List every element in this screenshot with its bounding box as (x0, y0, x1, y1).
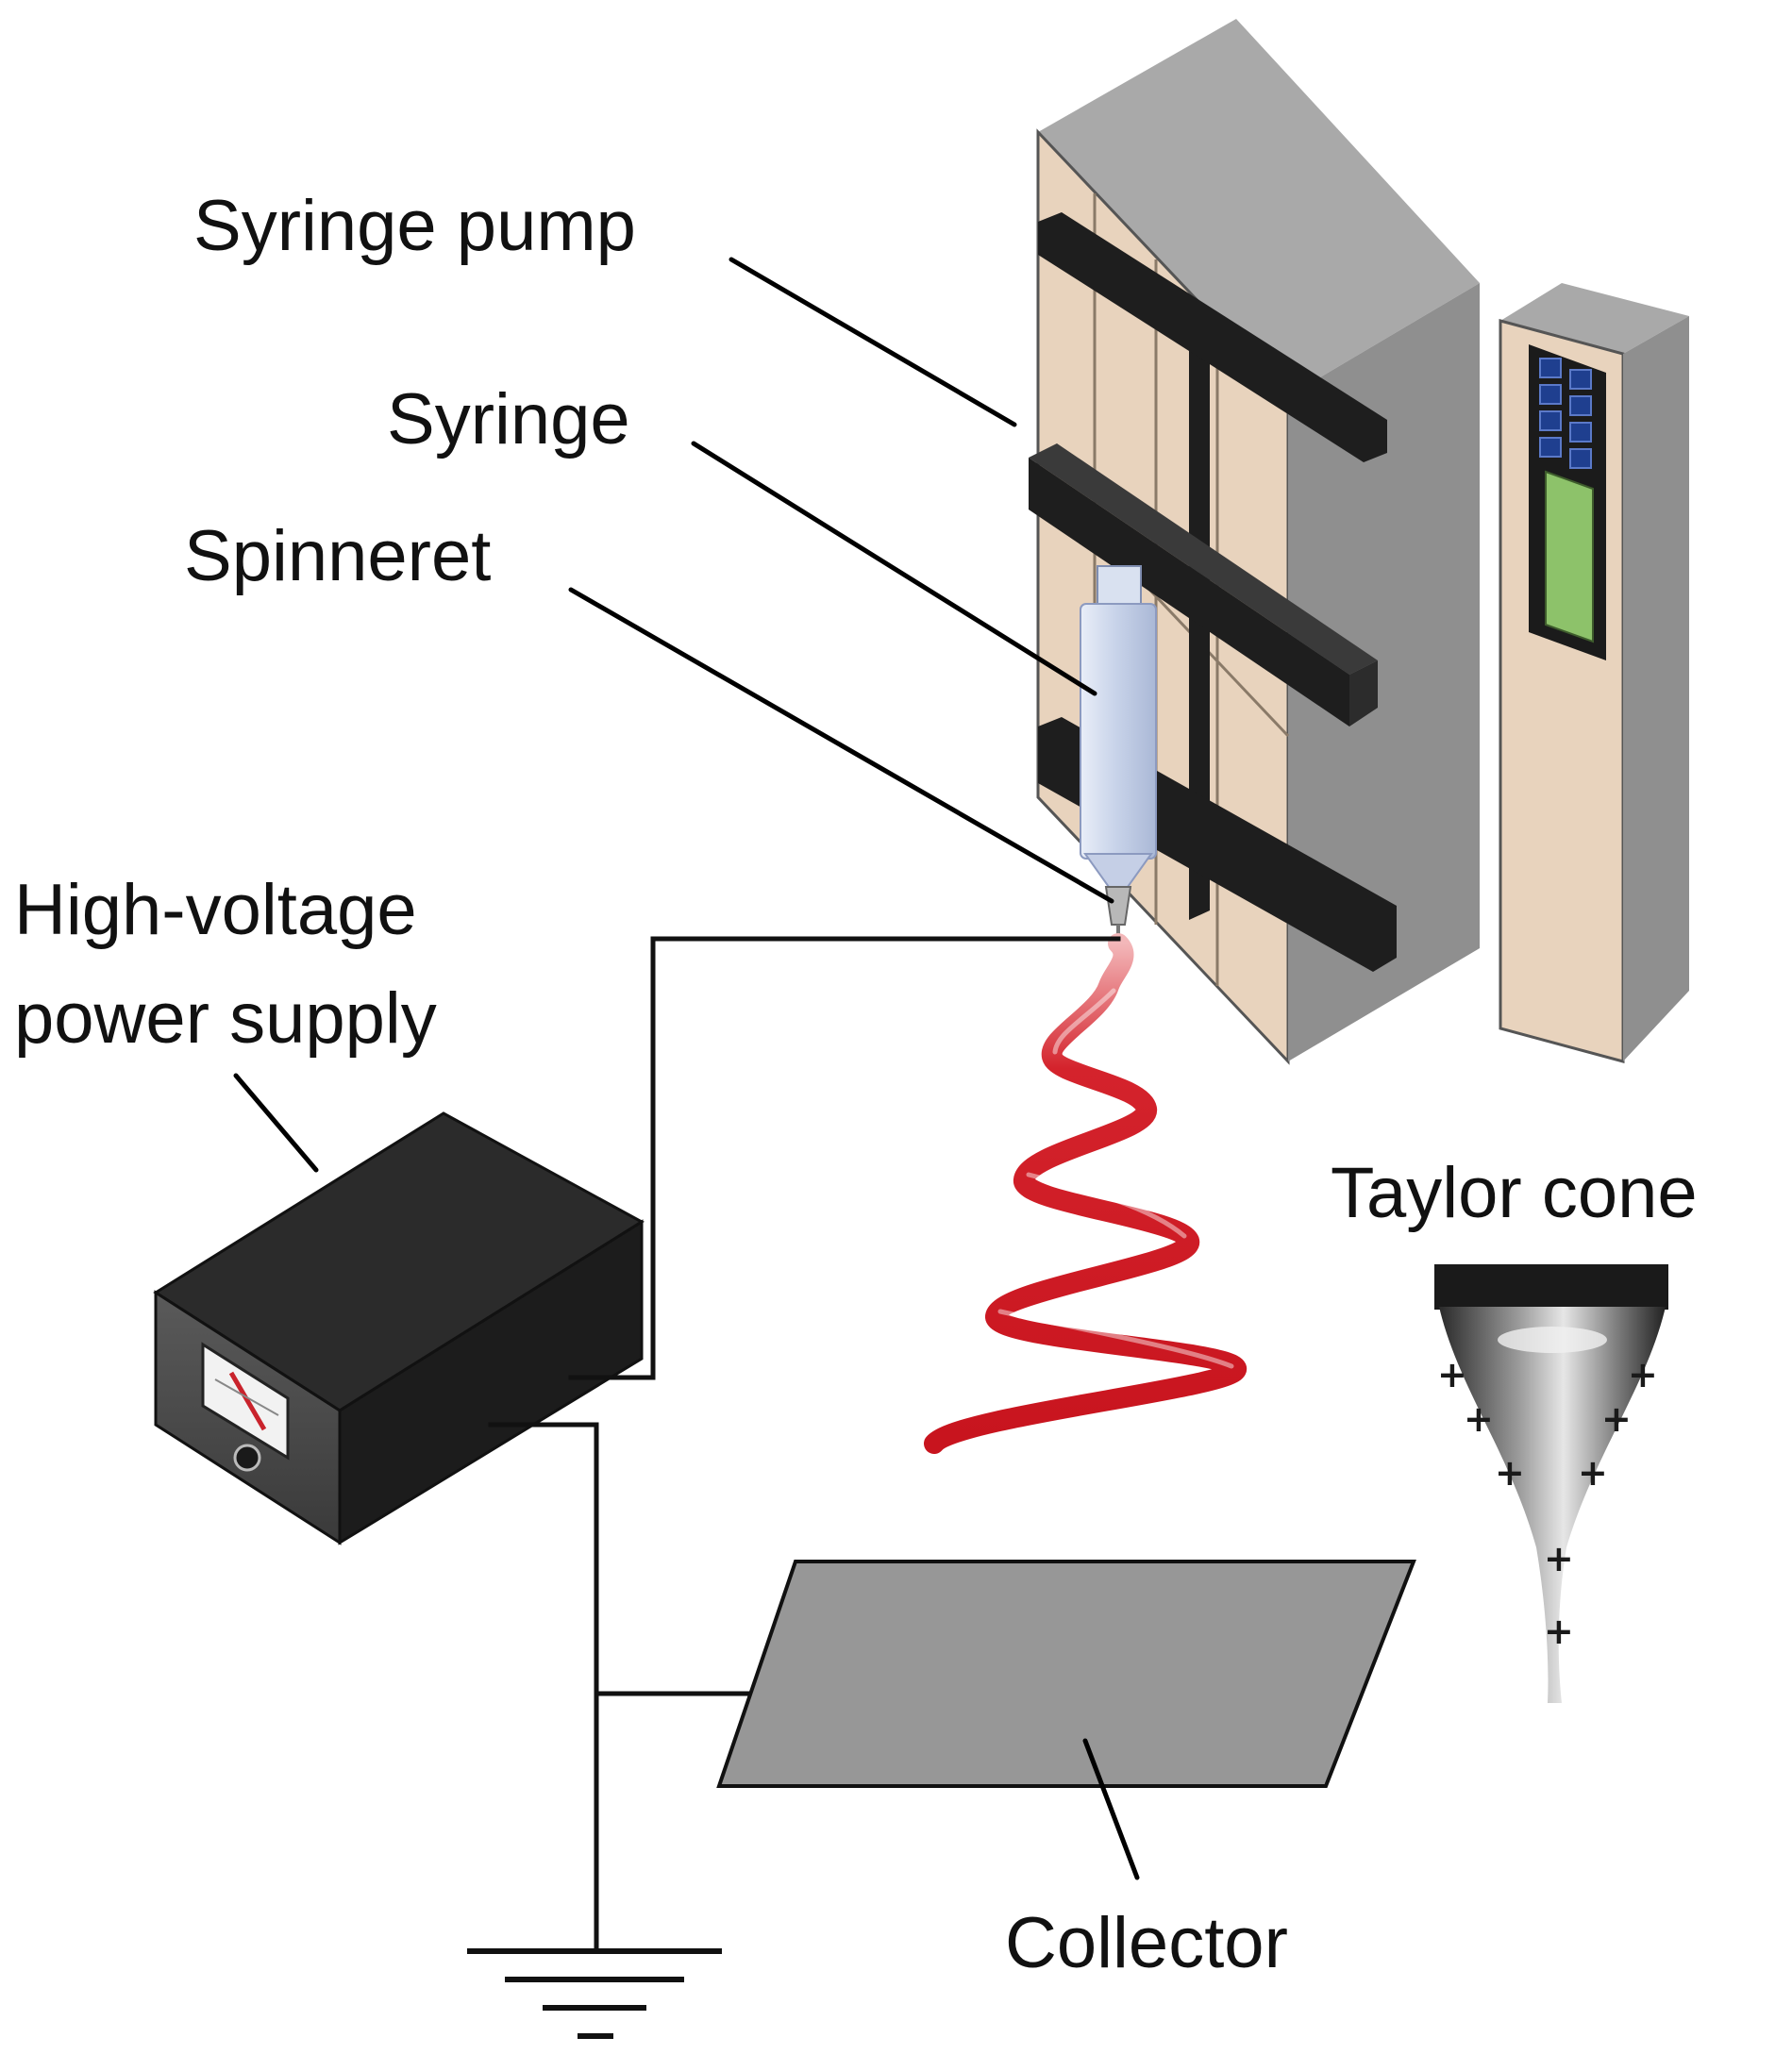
charge-plus: + (1544, 1611, 1574, 1652)
label-syringe-pump: Syringe pump (193, 186, 636, 266)
charge-plus: + (1628, 1354, 1658, 1395)
pump-top-face (1038, 19, 1480, 396)
pump-vertical-rod (1189, 340, 1210, 920)
label-power-supply-line1: High-voltage (14, 870, 417, 950)
charge-plus: + (1578, 1452, 1608, 1494)
collector-plate (716, 1560, 1416, 1788)
taylor-cone-shape (1439, 1307, 1666, 1703)
high-voltage-power-supply (153, 1111, 645, 1545)
control-tower-side (1623, 316, 1689, 1061)
syringe (1080, 565, 1157, 888)
fiber-jet (924, 933, 1248, 1454)
label-power-supply-line2: power supply (14, 978, 437, 1059)
leader-collector (1082, 1738, 1140, 1880)
label-syringe: Syringe (387, 379, 630, 459)
syringe-clamp-bar (1029, 443, 1378, 727)
label-spinneret: Spinneret (184, 516, 491, 596)
label-taylor-cone: Taylor cone (1331, 1153, 1698, 1233)
taylor-cone-inset: + + + + + + + + (1434, 1264, 1668, 1703)
leader-syringe-pump (729, 257, 1017, 427)
voltmeter-needle (214, 1371, 279, 1431)
top-rail (1038, 212, 1387, 462)
control-tower-top (1500, 283, 1689, 354)
charge-markers: + + + + + + + + (1437, 1354, 1658, 1652)
wiring (488, 936, 1121, 1951)
labels: Syringe pump Syringe Spinneret High-volt… (14, 186, 1698, 1983)
pump-side-face (1288, 283, 1480, 1061)
charge-plus: + (1601, 1398, 1632, 1440)
keypad (1539, 358, 1592, 469)
leader-spinneret (568, 587, 1114, 904)
syringe-plunger (1097, 565, 1142, 605)
psu-side-face (338, 1219, 644, 1545)
syringe-barrel (1080, 603, 1157, 860)
charge-plus: + (1495, 1452, 1525, 1494)
ground-symbol (467, 1948, 722, 2039)
lcd-screen (1545, 470, 1594, 643)
leader-lines (233, 257, 1140, 1880)
leader-power-supply (233, 1073, 319, 1173)
power-knob (233, 1444, 261, 1472)
wire-to-spinneret (568, 936, 1121, 1380)
leader-syringe (691, 441, 1097, 696)
label-collector: Collector (1005, 1903, 1288, 1983)
fiber-jet-spiral (924, 933, 1248, 1454)
charge-plus: + (1544, 1538, 1574, 1579)
taylor-cone-nozzle (1434, 1264, 1668, 1310)
wire-psu-to-ground (488, 1422, 599, 1951)
charge-plus: + (1437, 1354, 1467, 1395)
charge-plus: + (1464, 1398, 1494, 1440)
